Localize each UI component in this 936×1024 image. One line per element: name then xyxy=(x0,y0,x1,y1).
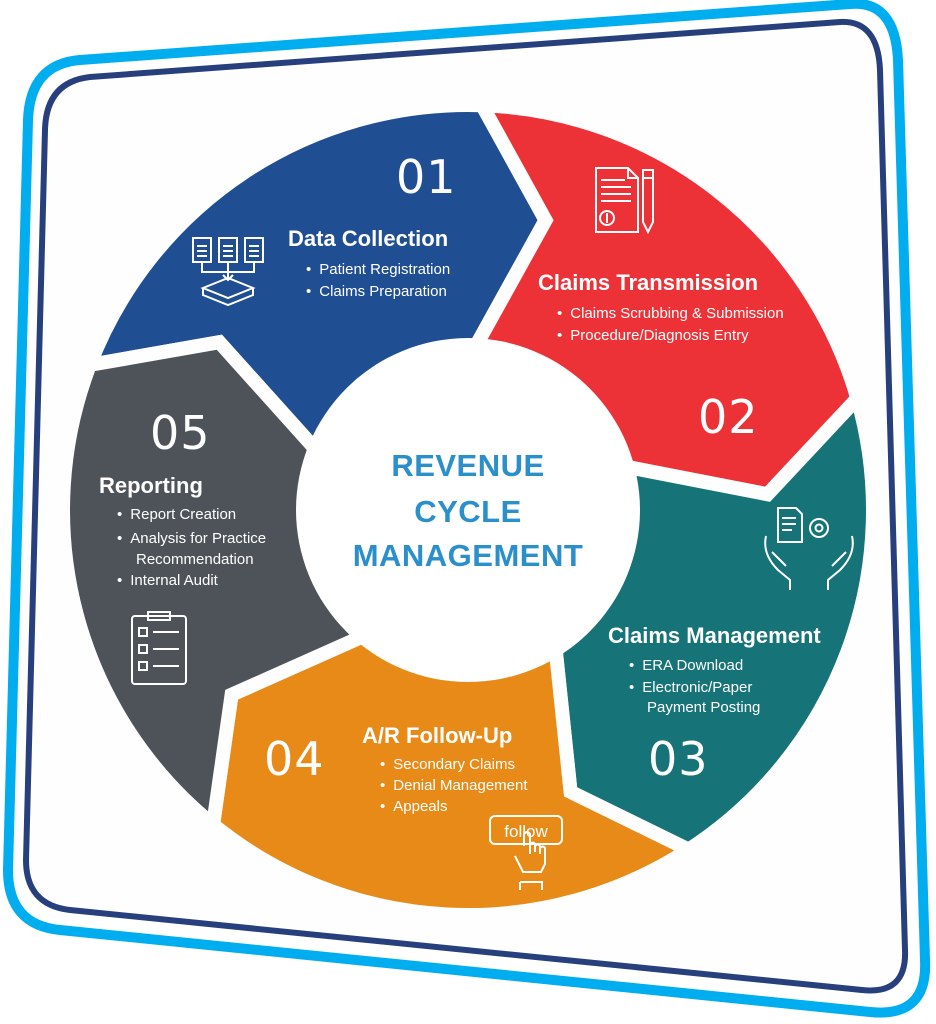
step-number: 02 xyxy=(698,390,759,444)
step-bullet: Appeals xyxy=(380,798,447,815)
step-bullet: Internal Audit xyxy=(117,572,218,589)
step-bullet: Claims Scrubbing & Submission xyxy=(557,305,783,322)
step-bullet: Analysis for Practice xyxy=(117,530,266,547)
step-bullet: ERA Download xyxy=(629,657,743,674)
step-bullet: Secondary Claims xyxy=(380,756,515,773)
step-title: Claims Management xyxy=(608,623,821,648)
step-number: 04 xyxy=(264,732,325,786)
step-title: Data Collection xyxy=(288,226,449,251)
center-title-line-2: CYCLE xyxy=(414,494,522,529)
hands-document-gear-icon xyxy=(764,507,854,590)
step-number: 03 xyxy=(648,732,709,786)
clipboard-checklist-icon xyxy=(131,611,187,685)
step-title: Claims Transmission xyxy=(538,270,759,295)
step-number: 01 xyxy=(396,150,457,204)
follow-button-hand-icon xyxy=(489,815,563,890)
step-title: A/R Follow-Up xyxy=(362,723,513,748)
step-title: Reporting xyxy=(99,473,203,498)
step-bullet: Report Creation xyxy=(117,506,236,523)
invoice-pencil-icon xyxy=(595,167,654,235)
step-bullet: Electronic/Paper xyxy=(629,679,752,696)
step-bullet-continuation: Recommendation xyxy=(136,551,254,568)
step-bullet: Claims Preparation xyxy=(306,283,447,300)
center-circle xyxy=(296,338,640,682)
document-tray-icon xyxy=(192,237,264,307)
step-number: 05 xyxy=(150,406,211,460)
center-title-line-3: MANAGEMENT xyxy=(352,538,584,573)
step-bullet: Denial Management xyxy=(380,777,527,794)
step-bullet-continuation: Payment Posting xyxy=(647,699,761,716)
follow-button-text: follow xyxy=(504,822,548,841)
step-bullet: Patient Registration xyxy=(306,261,450,278)
center-title-line-1: REVENUE xyxy=(391,448,545,483)
step-bullet: Procedure/Diagnosis Entry xyxy=(557,327,748,344)
